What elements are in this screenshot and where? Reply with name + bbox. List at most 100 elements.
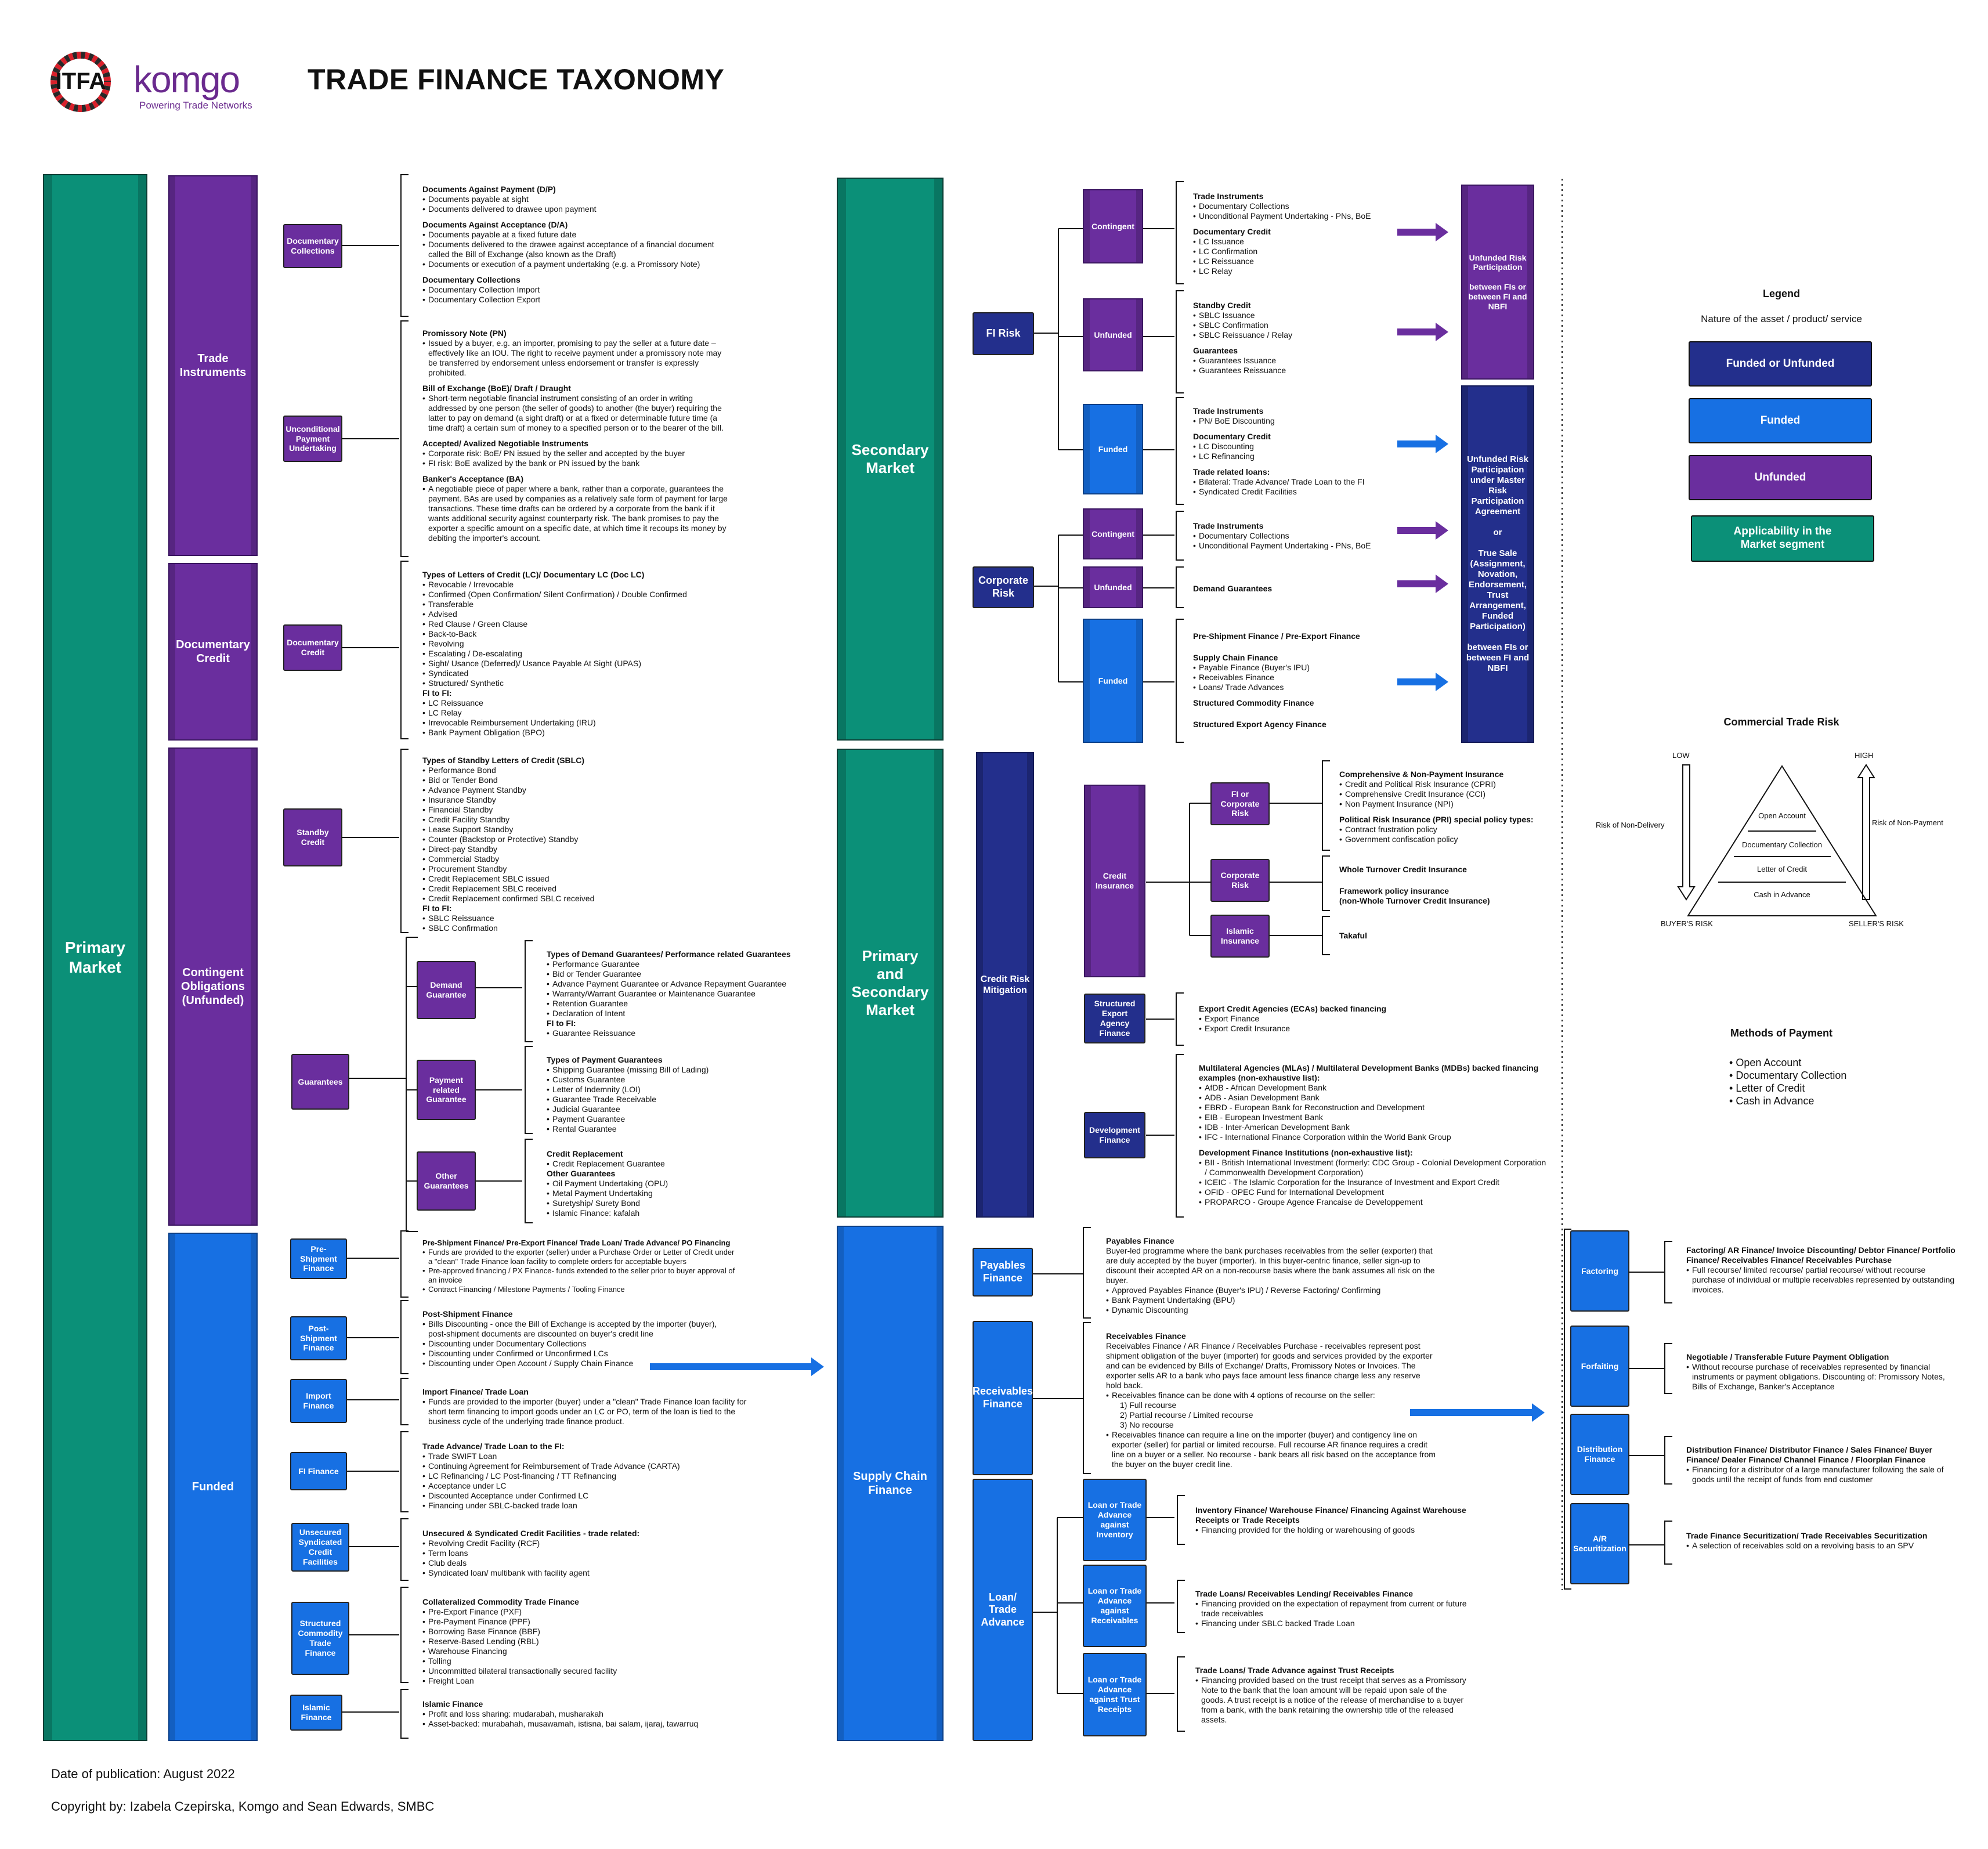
spacer bbox=[1193, 708, 1390, 714]
detail-item: ICEIC - The Islamic Corporation for the … bbox=[1199, 1178, 1547, 1187]
detail-item: Contract frustration policy bbox=[1339, 825, 1548, 835]
itfa-logo-text: ITFA bbox=[55, 68, 106, 94]
detail-item: Pre-Payment Finance (PPF) bbox=[422, 1617, 736, 1627]
detail-item: Corporate risk: BoE/ PN issued by the se… bbox=[422, 449, 730, 458]
detail-item: Funds are provided to the importer (buye… bbox=[422, 1397, 753, 1427]
detail-item: Comprehensive Credit Insurance (CCI) bbox=[1339, 789, 1548, 799]
detail-heading: Trade Instruments bbox=[1193, 406, 1264, 416]
bracket bbox=[1176, 290, 1184, 393]
detail-heading: Supply Chain Finance bbox=[1193, 653, 1278, 662]
pyramid-level: Open Account bbox=[1758, 811, 1806, 820]
unconditional-payment-details: Promissory Note (PN)Issued by a buyer, e… bbox=[422, 328, 730, 543]
bracket bbox=[1322, 916, 1330, 955]
standby-credit-box: Standby Credit bbox=[283, 808, 342, 866]
corp-unfunded-details: Demand Guarantees bbox=[1193, 584, 1390, 594]
detail-item: LC Issuance bbox=[1193, 237, 1390, 247]
detail-heading: Development Finance Institutions (non-ex… bbox=[1199, 1148, 1413, 1157]
detail-item: Receivables Finance / AR Finance / Recei… bbox=[1106, 1341, 1433, 1390]
detail-item: LC Relay bbox=[422, 708, 730, 718]
detail-heading: Payables Finance bbox=[1106, 1236, 1174, 1245]
detail-item: Revolving Credit Facility (RCF) bbox=[422, 1539, 736, 1548]
fi-finance-details: Trade Advance/ Trade Loan to the FI:Trad… bbox=[422, 1442, 736, 1511]
documentary-credit-box: Documentary Credit bbox=[283, 624, 342, 671]
detail-item: PN/ BoE Discounting bbox=[1193, 416, 1390, 426]
detail-heading: Documentary Credit bbox=[1193, 432, 1271, 441]
standby-letters-details: Types of Standby Letters of Credit (SBLC… bbox=[422, 756, 724, 933]
detail-item: Documentary Collection Import bbox=[422, 285, 724, 295]
methods-title: Methods of Payment bbox=[1730, 1027, 1833, 1039]
corp-unfunded-box: Unfunded bbox=[1083, 566, 1143, 608]
development-finance-box: Development Finance bbox=[1084, 1112, 1145, 1158]
bracket bbox=[525, 1139, 533, 1223]
detail-item: Contract Financing / Milestone Payments … bbox=[422, 1285, 736, 1294]
bracket bbox=[1176, 181, 1184, 284]
detail-item: Lease Support Standby bbox=[422, 825, 724, 835]
detail-item: Profit and loss sharing: mudarabah, mush… bbox=[422, 1709, 747, 1719]
detail-item: Guarantees Reissuance bbox=[1193, 366, 1390, 375]
detail-item: Documentary Collection Export bbox=[422, 295, 724, 305]
detail-heading: Distribution Finance/ Distributor Financ… bbox=[1686, 1445, 1932, 1464]
detail-item: Financing provided for the holding or wa… bbox=[1195, 1525, 1468, 1535]
bracket bbox=[1176, 397, 1184, 505]
detail-item: Financing for a distributor of a large m… bbox=[1686, 1465, 1959, 1485]
credit-insurance-box: Credit Insurance bbox=[1084, 785, 1145, 977]
detail-heading: Other Guarantees bbox=[547, 1169, 616, 1178]
detail-item: SBLC Confirmation bbox=[1193, 320, 1390, 330]
brand-tagline: Powering Trade Networks bbox=[139, 100, 252, 111]
method-item: • Letter of Credit bbox=[1729, 1082, 1805, 1094]
unconditional-payment-box: Unconditional Payment Undertaking bbox=[283, 416, 342, 462]
spacer bbox=[1193, 647, 1390, 653]
detail-item: Performance Guarantee bbox=[547, 959, 802, 969]
pyramid-level: Documentary Collection bbox=[1741, 840, 1822, 849]
spacer bbox=[422, 269, 724, 275]
spacer bbox=[1339, 880, 1548, 886]
detail-heading: Types of Demand Guarantees/ Performance … bbox=[547, 949, 791, 959]
insurance-corporate-risk-box: Corporate Risk bbox=[1210, 859, 1270, 902]
detail-item: Borrowing Base Finance (BBF) bbox=[422, 1627, 736, 1637]
detail-item: Term loans bbox=[422, 1548, 736, 1558]
corporate-risk-box: Corporate Risk bbox=[973, 566, 1034, 608]
detail-item: Bank Payment Obligation (BPO) bbox=[422, 728, 730, 738]
spacer bbox=[1193, 692, 1390, 698]
detail-heading: Promissory Note (PN) bbox=[422, 328, 507, 338]
receivables-finance-box: Receivables Finance bbox=[973, 1321, 1033, 1475]
bracket bbox=[525, 940, 533, 1042]
fi-corporate-risk-box: FI or Corporate Risk bbox=[1210, 782, 1270, 825]
detail-item: Procurement Standby bbox=[422, 864, 724, 874]
detail-heading: Structured Export Agency Finance bbox=[1193, 720, 1326, 729]
detail-item: Back-to-Back bbox=[422, 629, 730, 639]
spacer bbox=[1193, 426, 1390, 432]
spacer bbox=[422, 378, 730, 384]
distribution-finance-box: Distribution Finance bbox=[1570, 1414, 1629, 1495]
documentary-collections-box: Documentary Collections bbox=[283, 224, 342, 268]
method-item: • Cash in Advance bbox=[1729, 1095, 1814, 1107]
legend-subtitle: Nature of the asset / product/ service bbox=[1701, 313, 1862, 324]
detail-item: Payment Guarantee bbox=[547, 1114, 802, 1124]
bracket bbox=[400, 749, 409, 933]
detail-item: Credit Facility Standby bbox=[422, 815, 724, 825]
loan-trust-receipts-box: Loan or Trade Advance against Trust Rece… bbox=[1083, 1653, 1147, 1736]
detail-item: Advance Payment Standby bbox=[422, 785, 724, 795]
detail-item: Club deals bbox=[422, 1558, 736, 1568]
bracket bbox=[400, 320, 409, 557]
detail-item: Bank Payment Undertaking (BPU) bbox=[1106, 1295, 1437, 1305]
detail-heading: Pre-Shipment Finance / Pre-Export Financ… bbox=[1193, 631, 1360, 641]
commercial-trade-risk-title: Commercial Trade Risk bbox=[1723, 716, 1839, 728]
credit-risk-mitigation-column: Credit Risk Mitigation bbox=[976, 752, 1034, 1218]
bracket bbox=[1322, 760, 1330, 851]
detail-item: Documents or execution of a payment unde… bbox=[422, 259, 724, 269]
detail-item: Escalating / De-escalating bbox=[422, 649, 730, 659]
funded-participation-box: Unfunded Risk Participation under Master… bbox=[1461, 385, 1534, 743]
detail-heading: Factoring/ AR Finance/ Invoice Discounti… bbox=[1686, 1245, 1956, 1265]
detail-item: Commercial Stadby bbox=[422, 854, 724, 864]
fi-finance-box: FI Finance bbox=[290, 1452, 347, 1490]
detail-heading: Demand Guarantees bbox=[1193, 584, 1273, 593]
islamic-finance-details: Islamic FinanceProfit and loss sharing: … bbox=[422, 1699, 747, 1729]
unsecured-syndicated-box: Unsecured Syndicated Credit Facilities bbox=[291, 1523, 349, 1572]
forfaiting-box: Forfaiting bbox=[1570, 1326, 1629, 1407]
payment-guarantee-box: Payment related Guarantee bbox=[417, 1060, 476, 1120]
detail-item: Receivables finance can require a line o… bbox=[1106, 1430, 1437, 1469]
structured-commodity-details: Collateralized Commodity Trade FinancePr… bbox=[422, 1597, 736, 1686]
